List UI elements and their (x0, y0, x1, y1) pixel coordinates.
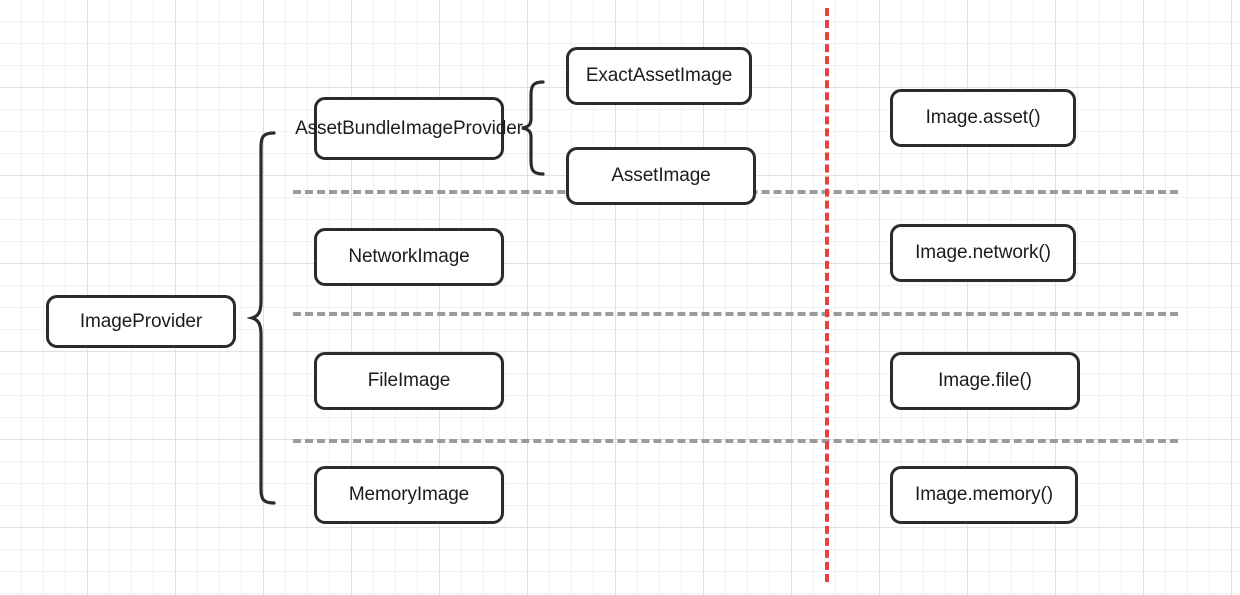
node-label: FileImage (367, 370, 451, 392)
node-memory-image[interactable]: MemoryImage (314, 466, 504, 524)
node-file-image[interactable]: FileImage (314, 352, 504, 410)
node-label: Image.network() (915, 242, 1051, 264)
node-network-image[interactable]: NetworkImage (314, 228, 504, 286)
node-image-provider[interactable]: ImageProvider (46, 295, 236, 348)
node-image-memory-constructor[interactable]: Image.memory() (890, 466, 1078, 524)
curly-brace-right-large (246, 128, 280, 508)
separator-line-3 (293, 439, 1178, 443)
node-image-file-constructor[interactable]: Image.file() (890, 352, 1080, 410)
node-label: Image.memory() (915, 484, 1053, 506)
node-image-asset-constructor[interactable]: Image.asset() (890, 89, 1076, 147)
node-label: AssetImage (611, 165, 711, 187)
node-label: ImageProvider (79, 310, 203, 332)
separator-line-2 (293, 312, 1178, 316)
node-label: Image.file() (938, 370, 1032, 392)
node-label: ExactAssetImage (585, 65, 733, 87)
node-label: MemoryImage (348, 484, 470, 506)
node-label: AssetBundleImageProvider (295, 117, 523, 139)
node-asset-bundle-image-provider[interactable]: AssetBundleImageProvider (295, 97, 523, 160)
red-dashed-vertical-divider (825, 8, 829, 582)
node-exact-asset-image[interactable]: ExactAssetImage (566, 47, 752, 105)
node-image-network-constructor[interactable]: Image.network() (890, 224, 1076, 282)
node-label: Image.asset() (925, 107, 1041, 129)
node-label: NetworkImage (348, 246, 470, 268)
node-asset-image[interactable]: AssetImage (566, 147, 756, 205)
